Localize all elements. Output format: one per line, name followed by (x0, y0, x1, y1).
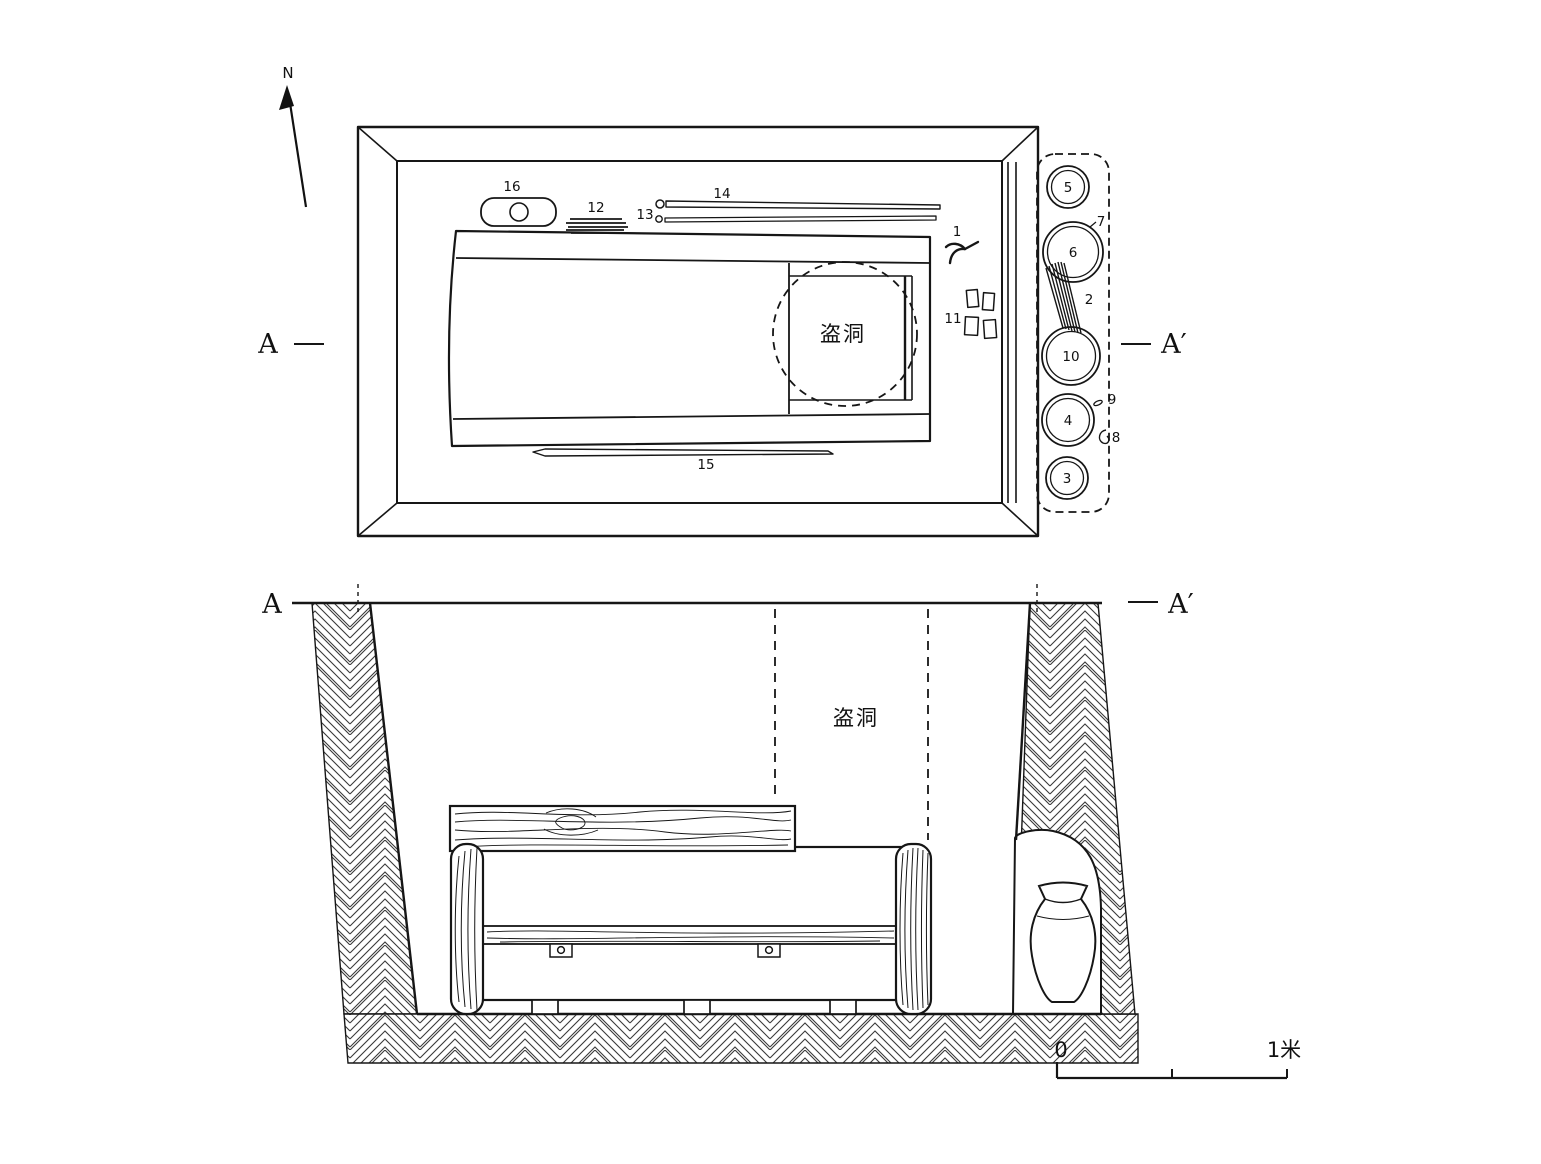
robber-hole-outline (772, 261, 918, 407)
end-cap-grain-right (899, 847, 929, 1011)
artifact-16-vessel (480, 197, 557, 227)
pot-shoulder-line (1036, 915, 1090, 920)
coffin-bottom-plank-line (452, 413, 931, 420)
section-view: 盗洞 (261, 584, 1194, 1064)
label-7-leader (1089, 221, 1097, 228)
artifact-label-10: 10 (1062, 349, 1079, 365)
vessel-3 (1045, 456, 1089, 500)
coffin-feet (531, 999, 857, 1015)
plan-pit-frame (356, 125, 1040, 538)
pit-corner-line (1001, 126, 1039, 162)
pit-outer-edge (356, 125, 1040, 538)
plan-view: 盗洞 16 12 14 (257, 125, 1187, 538)
scale-zero-label: 0 (1054, 1038, 1067, 1062)
artifact-label-2: 2 (1085, 292, 1094, 308)
artifact-label-11: 11 (944, 311, 961, 327)
artifact-13-rod (655, 215, 937, 223)
vessel-10 (1041, 326, 1101, 386)
plan-section-line: A A′ (257, 329, 1187, 360)
artifact-15-rod (532, 448, 834, 457)
plan-section-marker-a-prime: A′ (1160, 329, 1187, 360)
section-line-markers: A A′ (261, 589, 1194, 620)
pit-wall-left-edge (368, 602, 419, 1015)
coffin-cleats (549, 943, 781, 958)
section-marker-a: A (261, 589, 282, 620)
vessel-6 (1042, 221, 1104, 283)
artifact-14-rod (655, 199, 941, 210)
niche-dashed-outline (1036, 153, 1110, 513)
earth-floor (343, 1013, 1139, 1064)
plan-coffin (447, 229, 932, 448)
artifact-label-7: 7 (1097, 214, 1106, 230)
coffin-end-cap-left (449, 842, 485, 1016)
scale-bar: 0 1米 (1054, 1038, 1301, 1080)
coffin-top-plank-line (455, 257, 931, 264)
plan-side-niche: 5 6 7 2 10 (1036, 153, 1121, 513)
artifact-12-stack (566, 218, 628, 234)
plan-robber-hole-label: 盗洞 (820, 322, 866, 346)
artifact-label-16: 16 (503, 179, 520, 195)
section-robber-hole: 盗洞 (774, 609, 929, 840)
artifact-2-bundle (1045, 261, 1082, 334)
lid-wood-grain (454, 808, 792, 848)
north-arrow-shaft (288, 102, 308, 208)
artifact-9-item (1093, 399, 1103, 407)
artifact-label-9: 9 (1108, 392, 1117, 408)
pit-corner-line (357, 126, 398, 162)
pit-wall-right-edge (1014, 602, 1032, 841)
section-coffin (448, 804, 933, 1016)
artifact-11-plaques (963, 288, 998, 340)
pot-body (1029, 881, 1097, 1003)
coffin-body (468, 845, 916, 1002)
coffin-end-cap-right (894, 842, 933, 1016)
scale-meter-label: 1米 (1267, 1038, 1301, 1062)
pit-outline (368, 602, 1101, 1016)
plan-artifacts: 16 12 14 13 (480, 179, 998, 473)
plan-robber-hole: 盗洞 (772, 261, 918, 407)
artifact-label-15: 15 (697, 457, 714, 473)
north-arrow-head (279, 85, 294, 110)
vessel-4 (1041, 393, 1095, 447)
divider-wood-grain (486, 930, 895, 943)
artifact-label-4: 4 (1064, 413, 1073, 429)
section-marker-a-prime: A′ (1167, 589, 1194, 620)
pit-corner-line (1001, 502, 1039, 537)
north-arrow: N (279, 64, 308, 208)
artifact-label-3: 3 (1063, 471, 1072, 487)
pit-inner-edge (396, 160, 1003, 504)
pit-corner-line (357, 502, 398, 537)
artifact-label-12: 12 (587, 200, 604, 216)
niche-pot (1029, 881, 1097, 1003)
coffin-outline (447, 229, 932, 448)
artifact-label-14: 14 (713, 186, 730, 202)
artifact-label-13: 13 (636, 207, 653, 223)
earth-wall-left (311, 602, 418, 1015)
north-label: N (282, 64, 293, 82)
end-cap-grain-left (454, 847, 478, 1011)
artifact-label-8: 8 (1112, 430, 1121, 446)
vessel-5 (1046, 165, 1090, 209)
artifact-8-item (1098, 429, 1110, 445)
section-robber-hole-label: 盗洞 (833, 706, 879, 730)
pot-neck-line (1044, 898, 1082, 904)
artifact-label-1: 1 (953, 224, 962, 240)
artifact-label-6: 6 (1069, 245, 1078, 261)
plan-edge-ticks (357, 584, 1038, 612)
artifact-1-hook (944, 240, 980, 265)
plan-section-marker-a: A (257, 329, 278, 360)
artifact-label-5: 5 (1064, 180, 1073, 196)
